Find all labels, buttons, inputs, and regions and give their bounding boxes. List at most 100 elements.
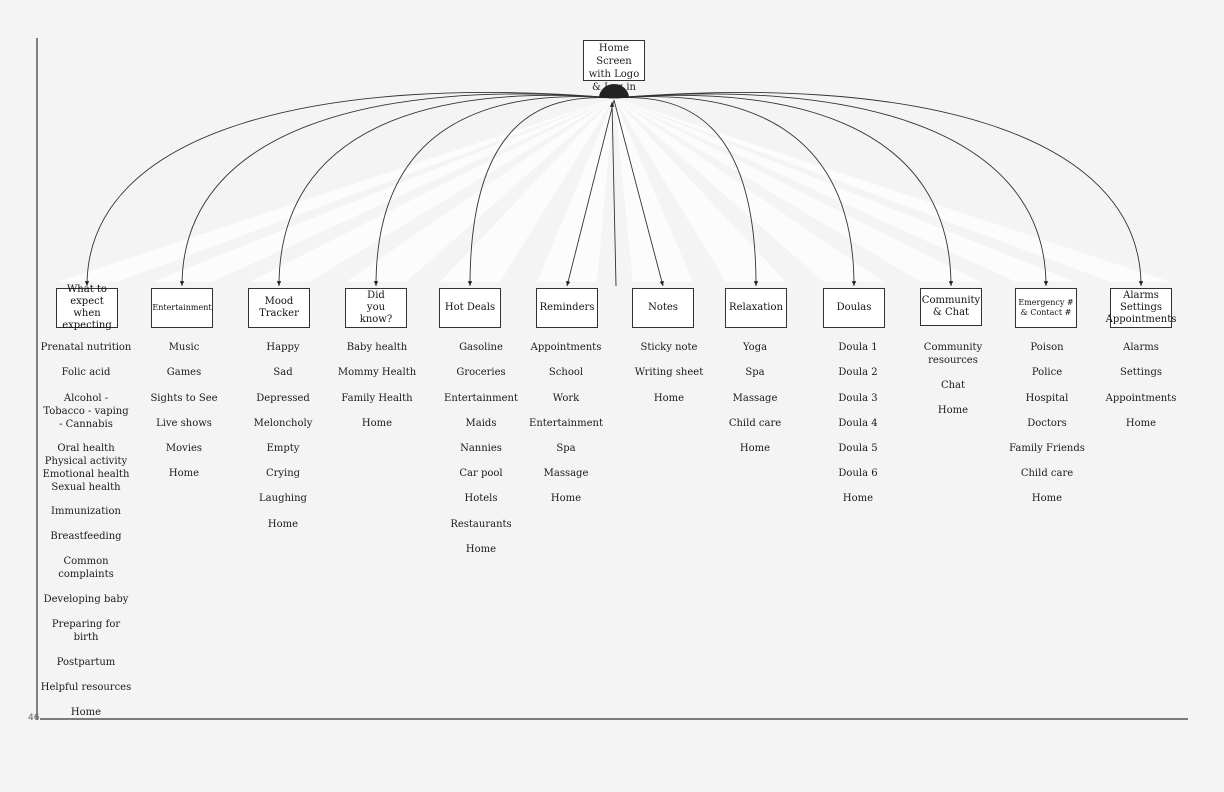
item-community-chat: Chat [940, 380, 966, 391]
item-what-to-expect: Prenatal nutrition [40, 342, 132, 353]
light-fan-group [57, 98, 1171, 282]
item-what-to-expect: Alcohol - Tobacco - vaping - Cannabis [43, 393, 129, 430]
item-relaxation: Home [739, 443, 771, 454]
box-entertainment: Entertainment [151, 288, 213, 328]
box-what-to-expect: What to expect when expecting [56, 284, 118, 331]
fan-alarms-settings [614, 98, 1171, 282]
item-reminders: School [548, 367, 584, 378]
item-alarms-settings: Settings [1120, 367, 1162, 378]
box-community-chat: Community & Chat [920, 288, 982, 326]
item-doulas: Home [842, 493, 874, 504]
item-reminders: Entertainment [529, 418, 603, 429]
connector-did-you-know [373, 96, 615, 287]
item-mood-tracker: Empty [266, 443, 300, 454]
page-number: 46 [28, 713, 40, 723]
item-emergency-contact: Poison [1030, 342, 1064, 353]
item-entertainment: Live shows [156, 418, 212, 429]
connector-what-to-expect [84, 91, 615, 287]
fan-community-chat [614, 98, 981, 282]
item-emergency-contact: Home [1031, 493, 1063, 504]
item-emergency-contact: Police [1031, 367, 1063, 378]
item-community-chat: Home [937, 405, 969, 416]
fan-doulas [614, 98, 884, 282]
item-entertainment: Sights to See [150, 393, 218, 404]
item-what-to-expect: Folic acid [61, 367, 111, 378]
item-entertainment: Games [166, 367, 202, 378]
item-what-to-expect: Immunization [51, 506, 121, 517]
item-emergency-contact: Child care [1020, 468, 1074, 479]
box-emergency-contact: Emergency # & Contact # [1015, 288, 1077, 328]
item-reminders: Massage [543, 468, 589, 479]
box-mood-tracker: Mood Tracker [248, 288, 310, 328]
item-relaxation: Child care [728, 418, 782, 429]
connector-entertainment [179, 93, 615, 287]
item-hot-deals: Restaurants [450, 519, 512, 530]
box-alarms-settings: Alarms Settings Appointments [1106, 288, 1176, 328]
item-doulas: Doula 6 [838, 468, 878, 479]
item-hot-deals: Car pool [459, 468, 503, 479]
box-doulas: Doulas [823, 288, 885, 328]
item-entertainment: Music [168, 342, 200, 353]
item-did-you-know: Mommy Health [337, 367, 417, 378]
fan-relaxation [614, 98, 786, 282]
item-hot-deals: Groceries [456, 367, 506, 378]
item-reminders: Appointments [530, 342, 602, 353]
item-notes: Home [653, 393, 685, 404]
item-community-chat: Community resources [923, 342, 983, 366]
item-relaxation: Spa [745, 367, 765, 378]
item-reminders: Work [552, 393, 580, 404]
item-emergency-contact: Family Friends [1009, 443, 1085, 454]
item-what-to-expect: Oral health Physical activity Emotional … [42, 443, 130, 493]
fan-what-to-expect [57, 98, 614, 282]
item-what-to-expect: Common complaints [58, 556, 114, 580]
item-doulas: Doula 3 [838, 393, 878, 404]
fan-mood-tracker [249, 98, 614, 282]
connector-relaxation [613, 97, 759, 287]
hub-semicircle [599, 84, 629, 98]
item-reminders: Spa [556, 443, 576, 454]
item-did-you-know: Baby health [346, 342, 408, 353]
item-mood-tracker: Meloncholy [253, 418, 313, 429]
item-relaxation: Yoga [742, 342, 768, 353]
item-what-to-expect: Developing baby [43, 594, 129, 605]
item-mood-tracker: Sad [273, 367, 293, 378]
fan-reminders [537, 98, 614, 282]
item-what-to-expect: Preparing for birth [51, 619, 121, 643]
item-doulas: Doula 5 [838, 443, 878, 454]
connector-return [609, 101, 617, 287]
connector-alarms-settings [613, 91, 1144, 287]
item-emergency-contact: Hospital [1025, 393, 1069, 404]
item-hot-deals: Entertainment [444, 393, 518, 404]
item-entertainment: Home [168, 468, 200, 479]
item-entertainment: Movies [165, 443, 203, 454]
item-mood-tracker: Laughing [259, 493, 307, 504]
item-hot-deals: Home [465, 544, 497, 555]
connector-emergency-contact [613, 93, 1049, 287]
item-mood-tracker: Happy [266, 342, 300, 353]
connector-notes [613, 99, 664, 287]
fan-emergency-contact [614, 98, 1076, 282]
item-notes: Sticky note [640, 342, 698, 353]
fan-notes [614, 98, 693, 282]
item-hot-deals: Hotels [464, 493, 498, 504]
item-doulas: Doula 2 [838, 367, 878, 378]
connector-hot-deals [467, 97, 615, 287]
item-hot-deals: Nannies [460, 443, 502, 454]
item-doulas: Doula 4 [838, 418, 878, 429]
item-relaxation: Massage [732, 393, 778, 404]
box-notes: Notes [632, 288, 694, 328]
item-hot-deals: Maids [465, 418, 497, 429]
connector-curves [84, 91, 1144, 287]
item-alarms-settings: Alarms [1123, 342, 1159, 353]
item-hot-deals: Gasoline [459, 342, 503, 353]
item-what-to-expect: Helpful resources [40, 682, 132, 693]
item-notes: Writing sheet [634, 367, 704, 378]
item-mood-tracker: Depressed [256, 393, 310, 404]
box-hot-deals: Hot Deals [439, 288, 501, 328]
box-relaxation: Relaxation [725, 288, 787, 328]
item-did-you-know: Home [361, 418, 393, 429]
item-alarms-settings: Appointments [1105, 393, 1177, 404]
connector-reminders [566, 99, 615, 287]
